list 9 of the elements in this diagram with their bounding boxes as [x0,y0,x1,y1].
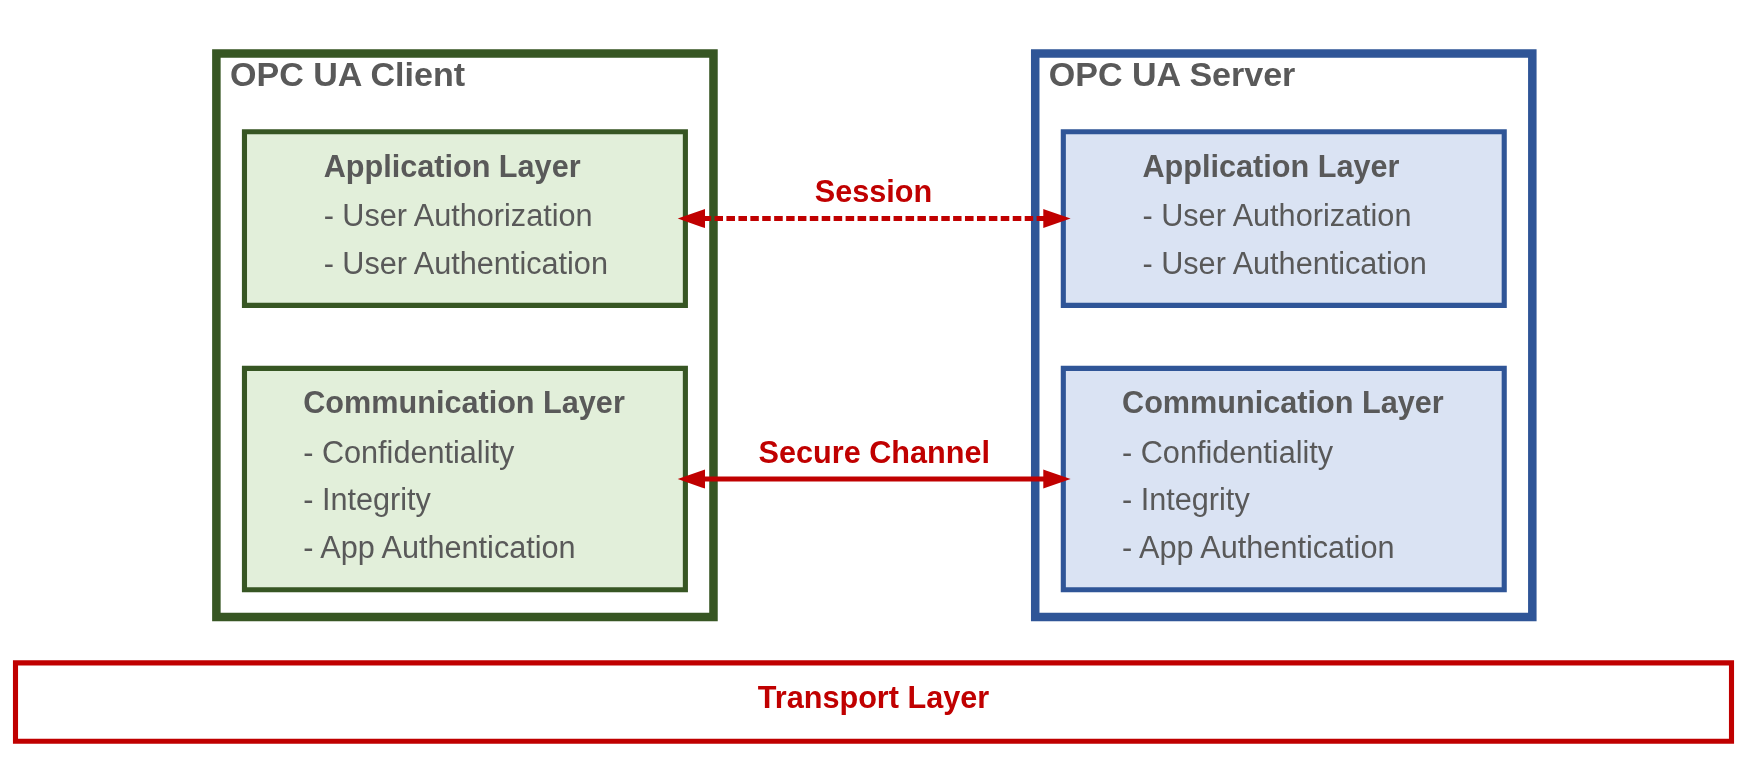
edge-label: Secure Channel [758,434,991,469]
node-box: Communication Layer - Confidentiality - Integrity - App Authentication [241,365,688,592]
node-box: Transport Layer [12,659,1735,744]
arrow [677,468,1071,489]
arrow [677,208,1071,228]
node-box: Application Layer - User Authorization - User Authentication [1060,128,1507,308]
node-box: Communication Layer - Confidentiality - Integrity - App Authentication [1060,365,1507,592]
edge-label: Session [814,173,933,208]
node-box: Application Layer - User Authorization - User Authentication [241,128,688,308]
